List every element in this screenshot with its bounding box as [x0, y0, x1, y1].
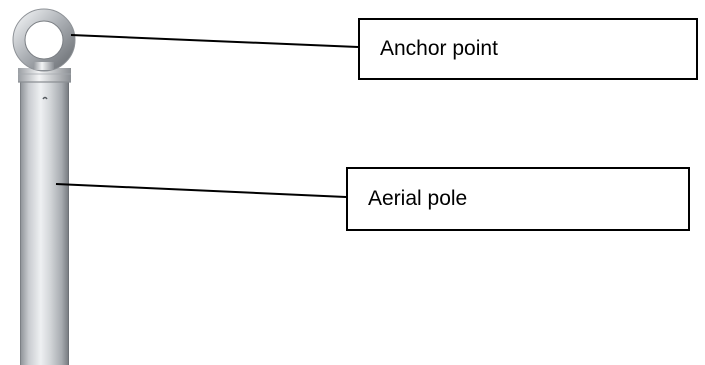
pole-hole-mark: [42, 96, 48, 100]
anchor-eye-ring-inner-edge: [24, 20, 64, 60]
anchor-eye-ring: [13, 9, 75, 71]
pole-collar: [18, 68, 71, 82]
aerial-pole-label: Aerial pole: [368, 187, 468, 210]
anchor-point-callout: Anchor point: [358, 18, 698, 80]
leader-line-anchor-point: [70, 34, 359, 48]
aerial-pole-shaft: [20, 80, 69, 365]
anchor-eye-ring-outer-edge: [12, 8, 76, 72]
aerial-pole-callout: Aerial pole: [346, 167, 690, 231]
leader-line-aerial-pole: [55, 183, 347, 198]
anchor-eye-neck: [34, 62, 54, 70]
anchor-point-label: Anchor point: [380, 37, 498, 60]
